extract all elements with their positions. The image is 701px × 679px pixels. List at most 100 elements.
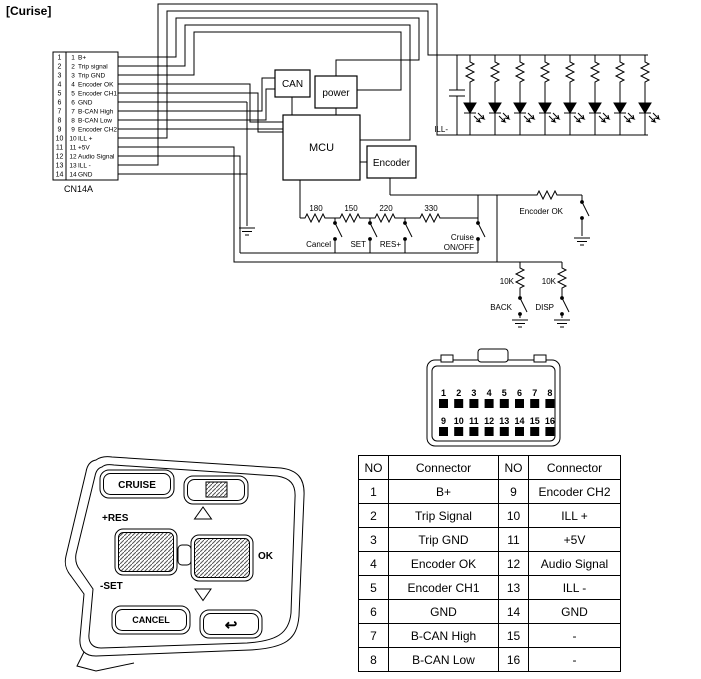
plug-pin-no: 8: [547, 388, 552, 398]
pin-no-outer: 6: [58, 100, 62, 107]
cancel-button-label: CANCEL: [132, 615, 170, 625]
led-branch: [513, 54, 535, 136]
plug-drawing: 1 2 3 4 5 6 7 8 9 10 11 12 13 14 15 16: [426, 348, 561, 447]
pin-no: 2: [71, 64, 75, 71]
pin-no-outer: 14: [56, 172, 64, 179]
pin-label: Encoder CH2: [78, 127, 117, 134]
connector-cn14a: 1 2 3 4 5 6 7 8 9 10 11 12 13 14 1 2 3 4…: [52, 51, 119, 194]
capacitor: [449, 55, 465, 135]
pin-label: ILL +: [78, 136, 93, 143]
pin-label: B-CAN High: [78, 109, 114, 116]
resistor-value: 220: [379, 204, 393, 213]
table-header: Connector: [528, 455, 621, 480]
plug-latch: [477, 348, 509, 363]
table-header-row: NO Connector NO Connector: [358, 455, 621, 480]
pin-label: B+: [78, 55, 86, 62]
switch-ladder: 180 150 220 330 Cancel SET RES+ Cruise O…: [238, 204, 486, 254]
wiring-harness: [118, 3, 498, 263]
pin-no: 4: [71, 82, 75, 89]
plug-pin-no: 11: [469, 416, 479, 426]
disp-switch: [560, 296, 570, 316]
pin-no-outer: 2: [58, 64, 62, 71]
pin-label: ILL -: [78, 163, 91, 170]
pin-no-outer: 3: [58, 73, 62, 80]
res-label: +RES: [102, 513, 129, 524]
pin-no-outer: 9: [58, 127, 62, 134]
pin-no: 5: [71, 91, 75, 98]
connector-name-label: CN14A: [64, 184, 93, 194]
pin-no-outer: 5: [58, 91, 62, 98]
ground-symbol: [553, 319, 571, 328]
plug-pin-no: 1: [441, 388, 446, 398]
back-switch: [518, 296, 528, 316]
pin-label: GND: [78, 100, 93, 107]
function-blocks: CAN power MCU Encoder: [274, 69, 417, 181]
res-switch: [403, 221, 413, 241]
pin-no: 9: [71, 127, 75, 134]
resistor: [417, 213, 445, 223]
resistor: [534, 190, 562, 200]
page-title: [Curise]: [6, 4, 52, 18]
up-arrow-icon: [193, 506, 213, 520]
pin-label: Encoder OK: [78, 82, 114, 89]
pin-no: 10: [69, 136, 77, 143]
plug-pin-no: 9: [441, 416, 446, 426]
menu-icon: [205, 481, 228, 498]
encoder-block: [366, 145, 417, 179]
pin-no: 7: [71, 109, 75, 116]
plug-pin-no: 4: [487, 388, 492, 398]
plug-pin-no: 15: [530, 416, 540, 426]
ill-rail-label: ILL-: [434, 125, 448, 134]
switch-label: Cruise: [451, 233, 475, 242]
pin-label: Trip GND: [78, 73, 106, 80]
pin-no-outer: 12: [56, 154, 64, 161]
steering-switch-drawing: CRUISE +RES OK -SET CANCEL ↩: [64, 456, 305, 672]
ok-label: OK: [258, 551, 274, 562]
can-block: [274, 69, 311, 98]
pin-label: +5V: [78, 145, 90, 152]
plug-pin-no: 3: [471, 388, 476, 398]
back-icon: ↩: [225, 617, 238, 634]
power-block-label: power: [322, 88, 350, 99]
encoder-ok-switch: [580, 200, 590, 220]
pin-no: 13: [69, 163, 77, 170]
set-switch: [368, 221, 378, 241]
resistor-value: 150: [344, 204, 358, 213]
cruise-onoff-switch: [476, 221, 486, 241]
rocker-divider: [177, 544, 192, 566]
switch-label: DISP: [535, 303, 554, 312]
led-branch: [463, 54, 485, 136]
switch-label: RES+: [380, 240, 401, 249]
resistor: [515, 265, 525, 291]
pin-no: 14: [69, 172, 77, 179]
plug-pin-no: 7: [532, 388, 537, 398]
led-branch: [613, 54, 635, 136]
plug-pin-no: 10: [454, 416, 464, 426]
ground-symbol: [511, 319, 529, 328]
mcu-block: [282, 114, 361, 181]
plug-pin-no: 14: [514, 416, 524, 426]
resistor-value: 180: [309, 204, 323, 213]
switch-label: SET: [350, 240, 366, 249]
led-branch: [638, 54, 660, 136]
illumination-circuit: ILL-: [434, 54, 660, 136]
can-block-label: CAN: [282, 79, 303, 90]
led-branch: [488, 54, 510, 136]
resistor-value: 10K: [500, 277, 515, 286]
resistor: [372, 213, 400, 223]
plug-pin-no: 2: [456, 388, 461, 398]
pin-no-outer: 1: [58, 55, 62, 62]
pin-no: 3: [71, 73, 75, 80]
encoder-block-label: Encoder: [373, 158, 411, 169]
resistor-value: 330: [424, 204, 438, 213]
pin-label: GND: [78, 172, 93, 179]
pin-label: B-CAN Low: [78, 118, 112, 125]
power-block: [314, 75, 358, 109]
mcu-block-label: MCU: [309, 142, 334, 154]
encoder-ok-label: Encoder OK: [519, 207, 563, 216]
